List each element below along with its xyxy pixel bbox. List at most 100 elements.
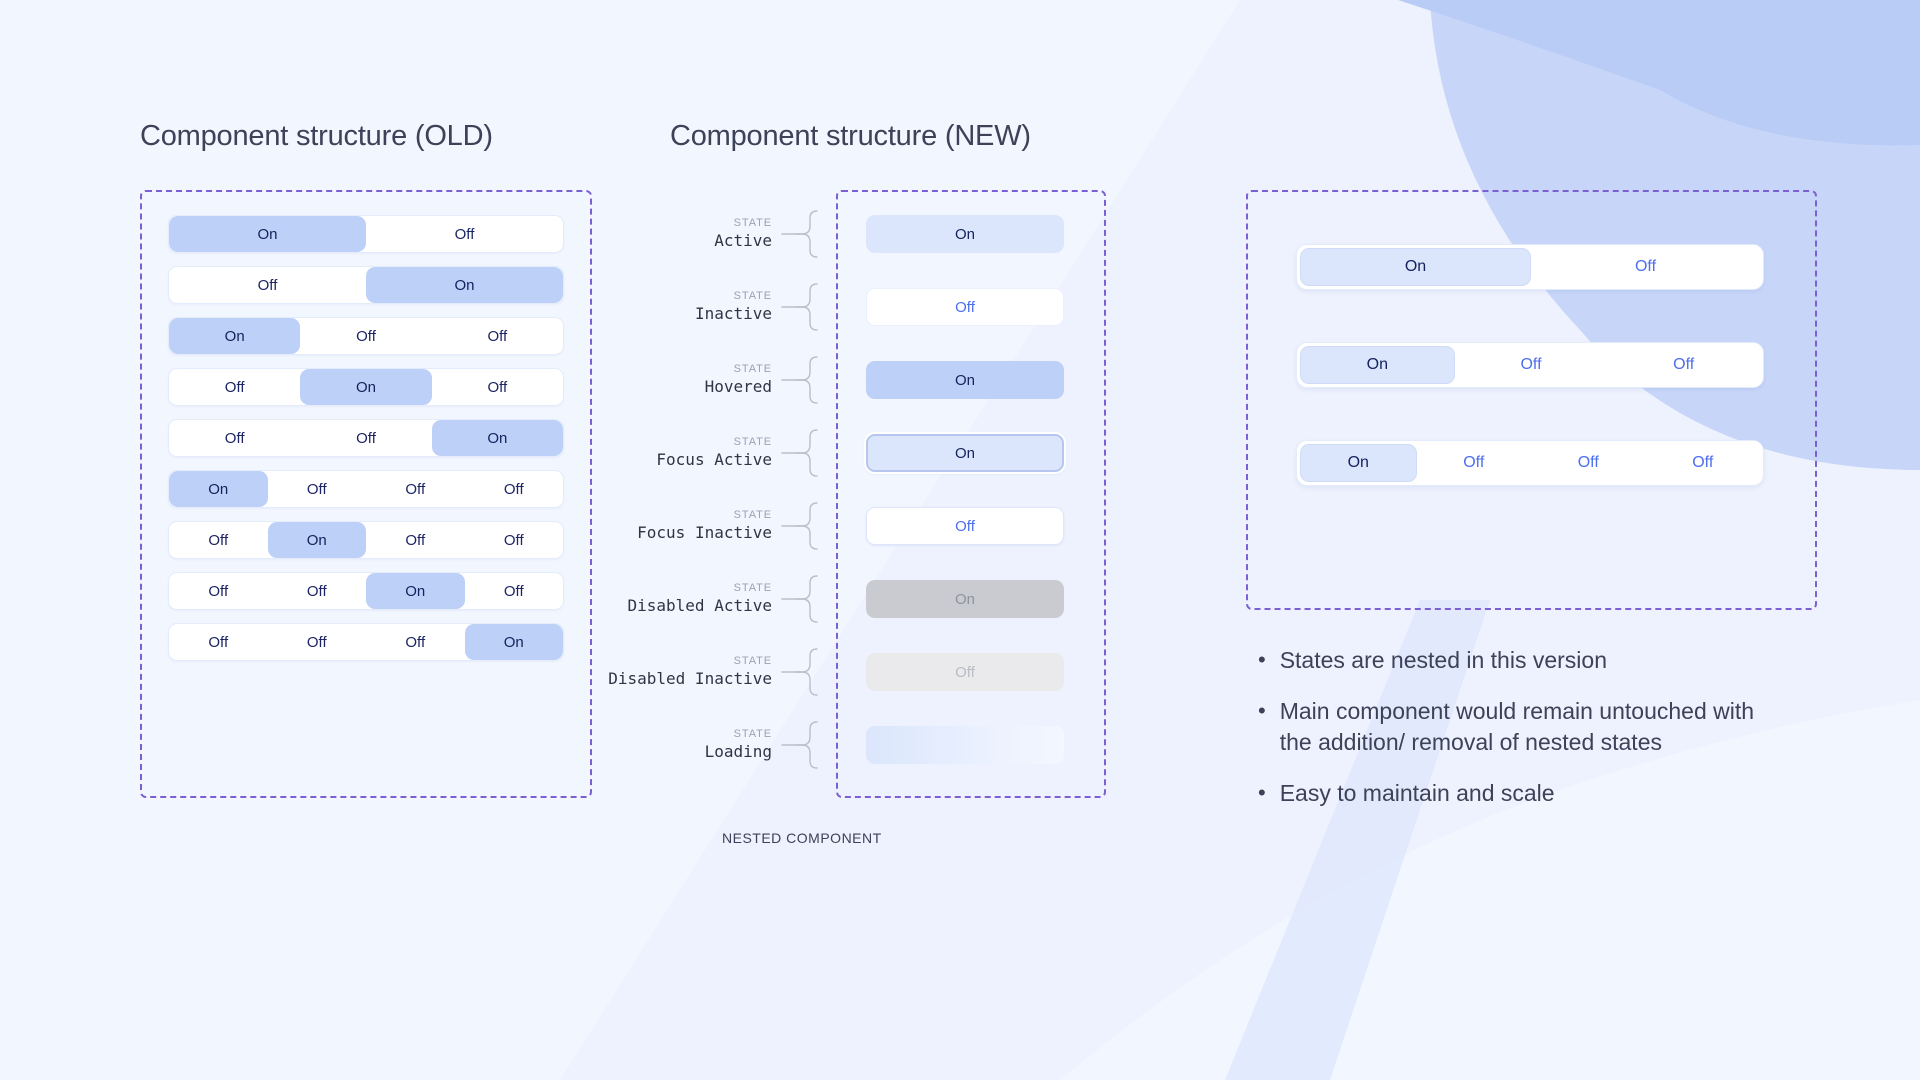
bullet-dot-icon: •: [1258, 698, 1266, 723]
state-kicker: STATE: [733, 509, 772, 522]
state-name: Focus Active: [656, 450, 772, 470]
background-streak: [1225, 600, 1490, 1080]
old-toggle-8-segment-2[interactable]: Off: [306, 582, 327, 600]
old-structure-frame: [140, 190, 592, 798]
state-chip-slot: Off: [828, 288, 1064, 326]
new-toggle-1-segment-2[interactable]: Off: [1634, 258, 1657, 275]
state-name: Hovered: [704, 377, 772, 397]
state-kicker: STATE: [733, 582, 772, 595]
state-chip-focus-active[interactable]: On: [866, 434, 1064, 472]
old-toggle-2[interactable]: Off On: [168, 266, 564, 304]
state-chip-active[interactable]: On: [866, 215, 1064, 253]
state-chip-focus-inactive[interactable]: Off: [866, 507, 1064, 545]
brace-connector-icon: [781, 283, 818, 331]
old-toggle-2-segment-1[interactable]: Off: [257, 276, 278, 294]
old-toggle-7[interactable]: Off On Off Off: [168, 521, 564, 559]
new-toggle-3-segment-4[interactable]: Off: [1692, 454, 1714, 471]
state-kicker: STATE: [733, 363, 772, 376]
state-chip-inactive[interactable]: Off: [866, 288, 1064, 326]
old-toggle-4-segment-2[interactable]: On: [300, 369, 432, 405]
old-toggle-1[interactable]: On Off: [168, 215, 564, 253]
old-toggle-6-segment-3[interactable]: Off: [405, 480, 426, 498]
old-toggle-8-segment-4[interactable]: Off: [503, 582, 524, 600]
state-chip-slot: On: [828, 580, 1064, 618]
old-toggle-6[interactable]: On Off Off Off: [168, 470, 564, 508]
old-toggle-3-segment-2[interactable]: Off: [356, 327, 376, 345]
old-toggle-9-segment-4[interactable]: On: [464, 624, 563, 660]
state-kicker: STATE: [733, 290, 772, 303]
state-name: Disabled Active: [627, 596, 773, 616]
state-chip-hovered[interactable]: On: [866, 361, 1064, 399]
state-chip-disabled-inactive[interactable]: Off: [866, 653, 1064, 691]
old-toggle-4-segment-3[interactable]: Off: [487, 378, 508, 396]
state-name: Disabled Inactive: [608, 669, 772, 689]
nested-component-frame: [836, 190, 1106, 798]
old-toggle-5[interactable]: Off Off On: [168, 419, 564, 457]
old-toggle-6-segment-4[interactable]: Off: [503, 480, 524, 498]
new-toggle-2-segment-2[interactable]: Off: [1520, 356, 1542, 373]
old-toggle-9-segment-3[interactable]: Off: [405, 633, 426, 651]
old-toggle-6-segment-1[interactable]: On: [169, 471, 268, 507]
state-chip-disabled-active[interactable]: On: [866, 580, 1064, 618]
old-toggle-7-segment-2[interactable]: On: [267, 522, 366, 558]
new-toggle-3-segment-2[interactable]: Off: [1463, 454, 1485, 471]
old-toggle-3-segment-3[interactable]: Off: [487, 327, 508, 345]
state-kicker: STATE: [733, 728, 772, 741]
bullet-text: States are nested in this version: [1279, 647, 1607, 673]
old-toggle-5-segment-1[interactable]: Off: [224, 429, 245, 447]
old-toggle-3-segment-1[interactable]: On: [169, 318, 301, 354]
old-toggle-9-segment-1[interactable]: Off: [208, 633, 229, 651]
state-chip-loading[interactable]: [866, 726, 1064, 764]
old-toggle-2-segment-2[interactable]: On: [366, 267, 563, 303]
old-toggle-7-segment-4[interactable]: Off: [503, 531, 524, 549]
state-chip-slot: On: [828, 361, 1064, 399]
state-name: Loading: [704, 742, 772, 762]
new-toggle-2-segment-1[interactable]: On: [1300, 346, 1455, 384]
new-toggle-3-segment-1[interactable]: On: [1300, 444, 1417, 482]
new-toggle-2-segment-3[interactable]: Off: [1673, 356, 1695, 373]
state-name: Active: [714, 231, 772, 251]
old-toggle-5-segment-2[interactable]: Off: [356, 429, 376, 447]
page-title-new-structure: Component structure (NEW): [670, 120, 1031, 152]
new-toggle-3[interactable]: On Off Off Off: [1296, 440, 1764, 486]
old-toggle-6-segment-2[interactable]: Off: [306, 480, 327, 498]
old-toggle-3[interactable]: On Off Off: [168, 317, 564, 355]
old-toggle-1-segment-1[interactable]: On: [169, 216, 366, 252]
bullet-dot-icon: •: [1258, 647, 1266, 672]
new-toggle-1-segment-1[interactable]: On: [1300, 248, 1531, 286]
state-name: Inactive: [694, 304, 772, 324]
new-toggle-3-segment-3[interactable]: Off: [1577, 454, 1599, 471]
state-name: Focus Inactive: [637, 523, 772, 543]
old-toggle-1-segment-2[interactable]: Off: [454, 225, 475, 243]
background-blob-corner: [1398, 0, 1920, 146]
old-toggle-8-segment-3[interactable]: On: [366, 573, 465, 609]
old-toggle-7-segment-1[interactable]: Off: [208, 531, 229, 549]
old-toggle-4-segment-1[interactable]: Off: [224, 378, 245, 396]
state-chip-slot: On: [828, 434, 1064, 472]
old-toggle-9-segment-2[interactable]: Off: [306, 633, 327, 651]
old-toggle-4[interactable]: Off On Off: [168, 368, 564, 406]
nested-component-caption: NESTED COMPONENT: [722, 830, 882, 846]
new-toggle-2[interactable]: On Off Off: [1296, 342, 1764, 388]
state-chip-slot: Off: [828, 507, 1064, 545]
old-toggle-9[interactable]: Off Off Off On: [168, 623, 564, 661]
old-toggle-5-segment-3[interactable]: On: [431, 420, 563, 456]
page-title-old-structure: Component structure (OLD): [140, 120, 493, 152]
brace-connector-icon: [781, 721, 818, 769]
old-toggle-8-segment-1[interactable]: Off: [208, 582, 229, 600]
new-toggle-1[interactable]: On Off: [1296, 244, 1764, 290]
state-chip-slot: [828, 726, 1064, 764]
old-toggle-7-segment-3[interactable]: Off: [405, 531, 426, 549]
bullet-dot-icon: •: [1258, 780, 1266, 805]
state-chip-slot: Off: [828, 653, 1064, 691]
old-toggle-8[interactable]: Off Off On Off: [168, 572, 564, 610]
